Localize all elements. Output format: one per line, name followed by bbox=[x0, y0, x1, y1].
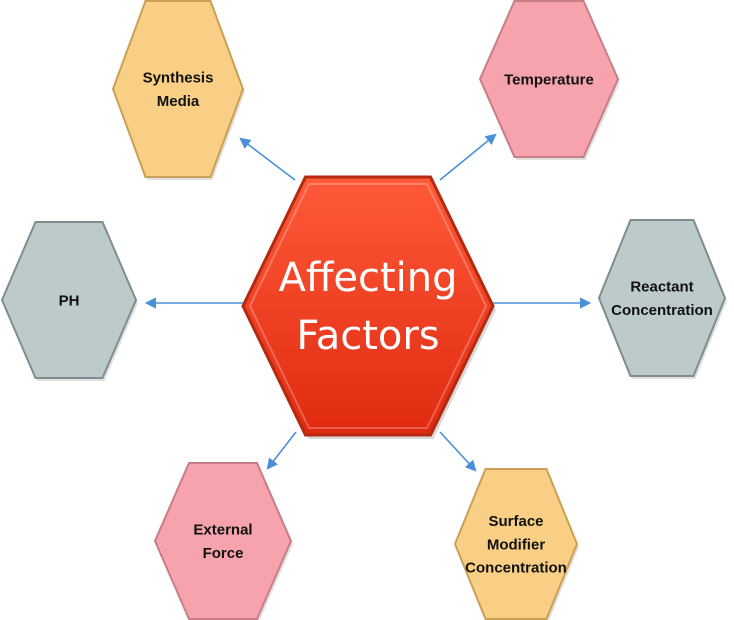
arrow-to-external-force bbox=[266, 431, 297, 470]
hexagon-temperature: Temperature bbox=[478, 0, 620, 160]
arrow-to-temperature bbox=[439, 133, 497, 181]
hexagon-shape bbox=[453, 468, 579, 620]
hexagon-shape bbox=[153, 462, 293, 620]
center-label-line-1: Affecting bbox=[278, 255, 457, 301]
center-hexagon bbox=[241, 175, 495, 437]
hexagon-label-synthesis-media-line-1: Synthesis bbox=[143, 70, 214, 87]
hexagon-label-temperature-line-1: Temperature bbox=[504, 71, 594, 88]
hexagon-label-ph-line-1: PH bbox=[59, 292, 80, 309]
hexagon-label-surface-modifier-concentration-line-2: Modifier bbox=[487, 536, 545, 553]
hexagon-shape bbox=[0, 221, 138, 379]
arrow-to-surface-modifier-concentration bbox=[439, 431, 477, 472]
hexagon-label-external-force-line-2: Force bbox=[203, 545, 244, 562]
center-label-line-2: Factors bbox=[296, 313, 439, 359]
hexagon-label-surface-modifier-concentration-line-3: Concentration bbox=[465, 560, 567, 577]
arrow-to-synthesis-media bbox=[239, 137, 296, 181]
hexagon-label-surface-modifier-concentration-line-1: Surface bbox=[488, 513, 543, 530]
arrows-layer bbox=[144, 133, 592, 472]
hexagon-shape bbox=[597, 219, 727, 377]
center-hexagon-bevel bbox=[248, 183, 488, 429]
hexagon-label-external-force-line-1: External bbox=[193, 522, 252, 539]
hexagon-label-reactant-concentration-line-1: Reactant bbox=[630, 279, 693, 296]
hexagon-shape bbox=[478, 0, 620, 158]
hexagon-ph: PH bbox=[0, 221, 138, 381]
hexagon-shape bbox=[111, 0, 245, 178]
hexagon-label-synthesis-media-line-2: Media bbox=[157, 93, 200, 110]
hexagon-label-reactant-concentration-line-2: Concentration bbox=[611, 302, 713, 319]
